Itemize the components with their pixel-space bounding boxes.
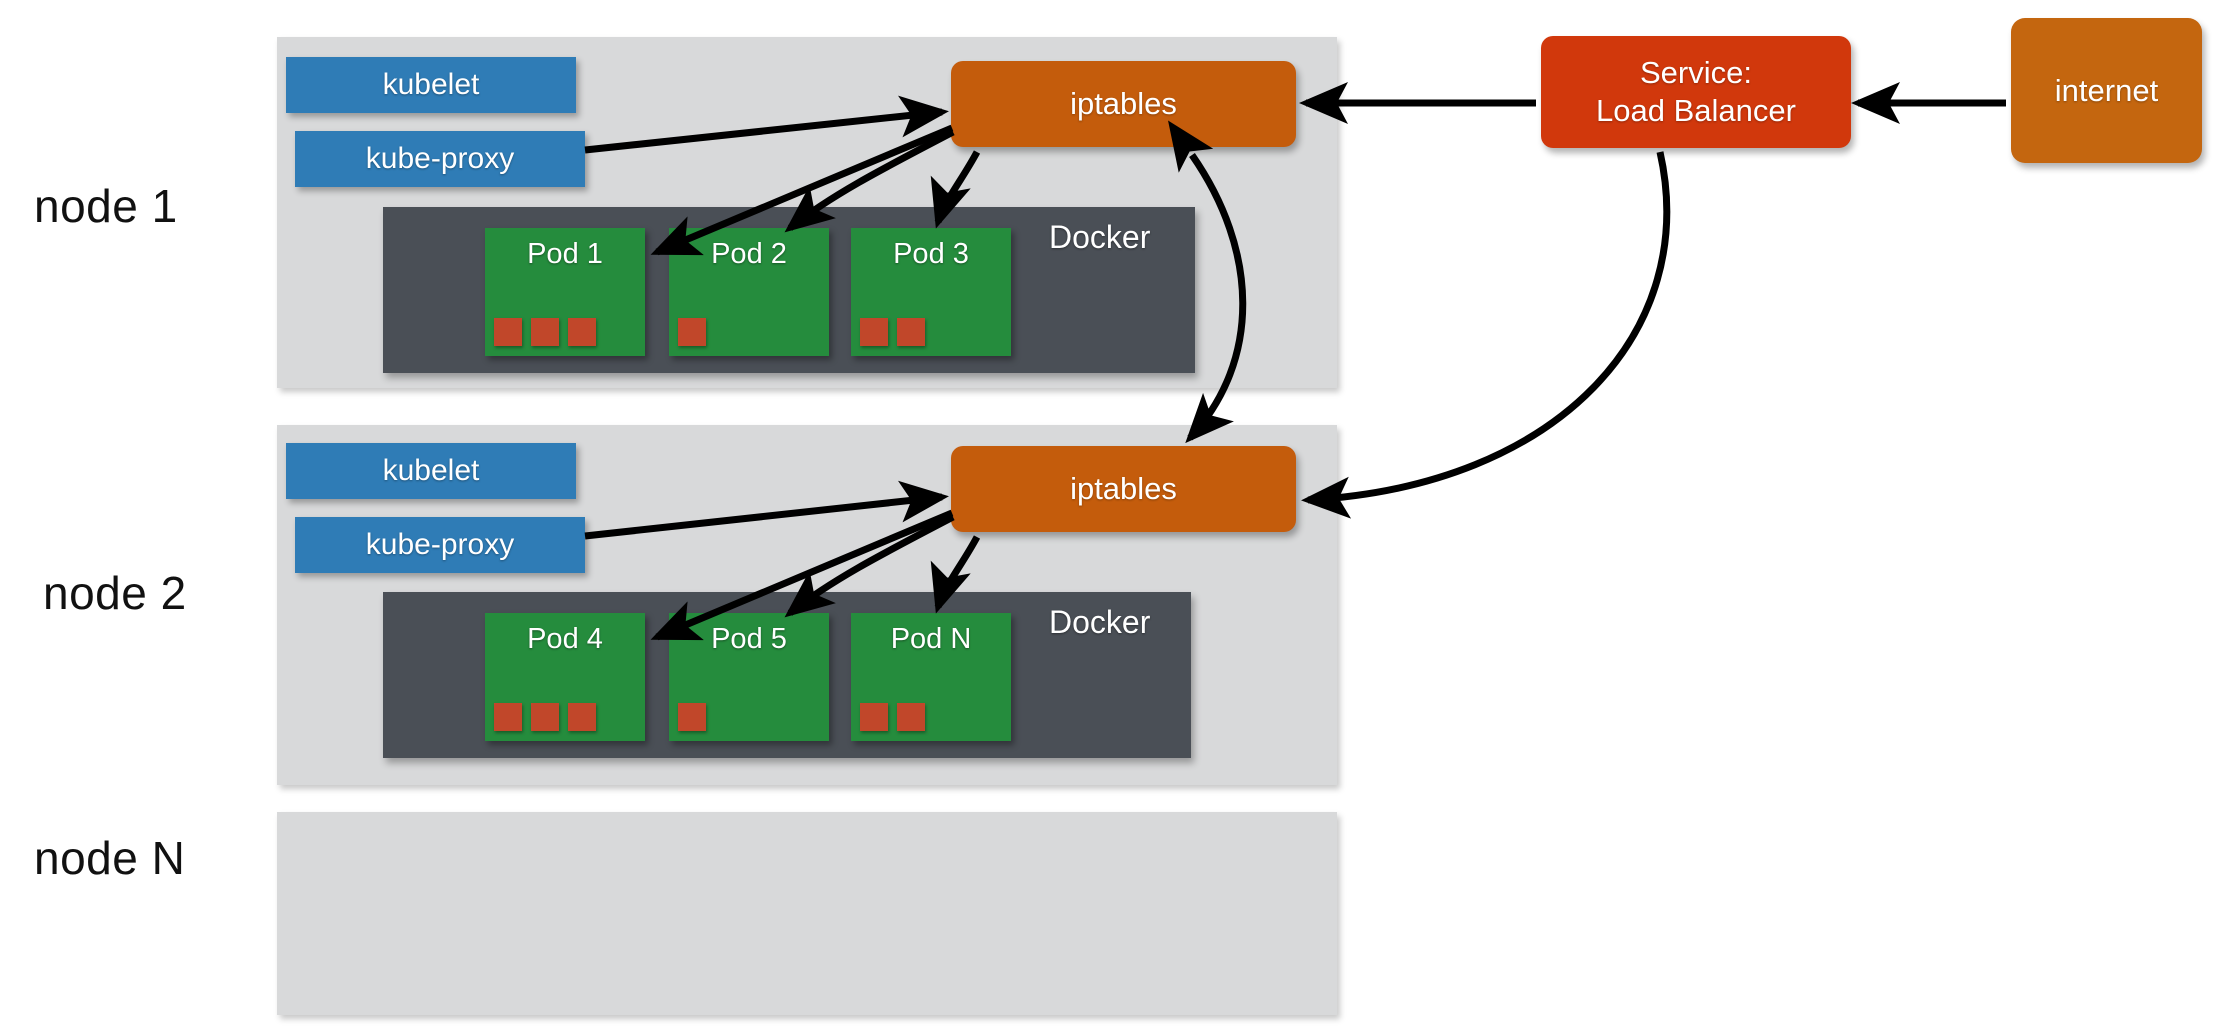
node2-docker-label: Docker bbox=[1049, 604, 1151, 640]
node2-pod-n-label: Pod N bbox=[890, 623, 972, 655]
node2-iptables-box: iptables bbox=[951, 446, 1296, 532]
load-balancer-line-2: Load Balancer bbox=[1596, 93, 1796, 128]
node1-pod-1-label: Pod 1 bbox=[527, 238, 603, 270]
node2-pod-5-label: Pod 5 bbox=[711, 623, 787, 655]
node1-pod-3-label: Pod 3 bbox=[893, 238, 969, 270]
container-square bbox=[531, 703, 559, 731]
internet-label: internet bbox=[2054, 72, 2159, 108]
container-square bbox=[531, 318, 559, 346]
node2-pod-5-containers bbox=[678, 703, 706, 731]
node1-pod-1: Pod 1 bbox=[485, 228, 645, 356]
container-square bbox=[494, 703, 522, 731]
node-label-1: node 1 bbox=[34, 180, 178, 232]
container-square bbox=[860, 318, 888, 346]
node2-pod-4-label: Pod 4 bbox=[527, 623, 603, 655]
node-label-3: node N bbox=[34, 832, 186, 884]
container-square bbox=[568, 703, 596, 731]
node1-kubelet-box: kubelet bbox=[286, 57, 576, 113]
container-square bbox=[568, 318, 596, 346]
container-square bbox=[860, 703, 888, 731]
node1-iptables-label: iptables bbox=[1070, 86, 1177, 121]
node1-iptables-box: iptables bbox=[951, 61, 1296, 147]
node1-pod-1-containers bbox=[494, 318, 596, 346]
node2-pod-n: Pod N bbox=[851, 613, 1011, 741]
node2-kubelet-box: kubelet bbox=[286, 443, 576, 499]
node2-kubelet-label: kubelet bbox=[382, 454, 480, 487]
node2-pod-4: Pod 4 bbox=[485, 613, 645, 741]
container-square bbox=[494, 318, 522, 346]
node2-pod-5: Pod 5 bbox=[669, 613, 829, 741]
node-panel-n bbox=[277, 812, 1337, 1015]
node1-pod-2-label: Pod 2 bbox=[711, 238, 787, 270]
node1-kubelet-label: kubelet bbox=[382, 68, 480, 101]
node1-kube-proxy-label: kube-proxy bbox=[365, 142, 515, 175]
node2-kube-proxy-box: kube-proxy bbox=[295, 517, 585, 573]
node2-kube-proxy-label: kube-proxy bbox=[365, 528, 515, 561]
container-square bbox=[897, 318, 925, 346]
node1-pod-2-containers bbox=[678, 318, 706, 346]
edge-loadbalancer-to-node2-iptables bbox=[1301, 151, 1671, 519]
node2-iptables-label: iptables bbox=[1070, 471, 1177, 506]
container-square bbox=[678, 318, 706, 346]
container-square bbox=[897, 703, 925, 731]
node-label-2: node 2 bbox=[43, 567, 187, 619]
load-balancer-line-1: Service: bbox=[1640, 55, 1752, 91]
node1-pod-3-containers bbox=[860, 318, 925, 346]
node1-pod-2: Pod 2 bbox=[669, 228, 829, 356]
node1-pod-3: Pod 3 bbox=[851, 228, 1011, 356]
node1-kube-proxy-box: kube-proxy bbox=[295, 131, 585, 187]
node1-docker-label: Docker bbox=[1049, 219, 1151, 255]
internet-box: internet bbox=[2011, 18, 2202, 163]
node2-pod-4-containers bbox=[494, 703, 596, 731]
service-load-balancer-box: Service: Load Balancer bbox=[1541, 36, 1851, 148]
container-square bbox=[678, 703, 706, 731]
node2-pod-n-containers bbox=[860, 703, 925, 731]
